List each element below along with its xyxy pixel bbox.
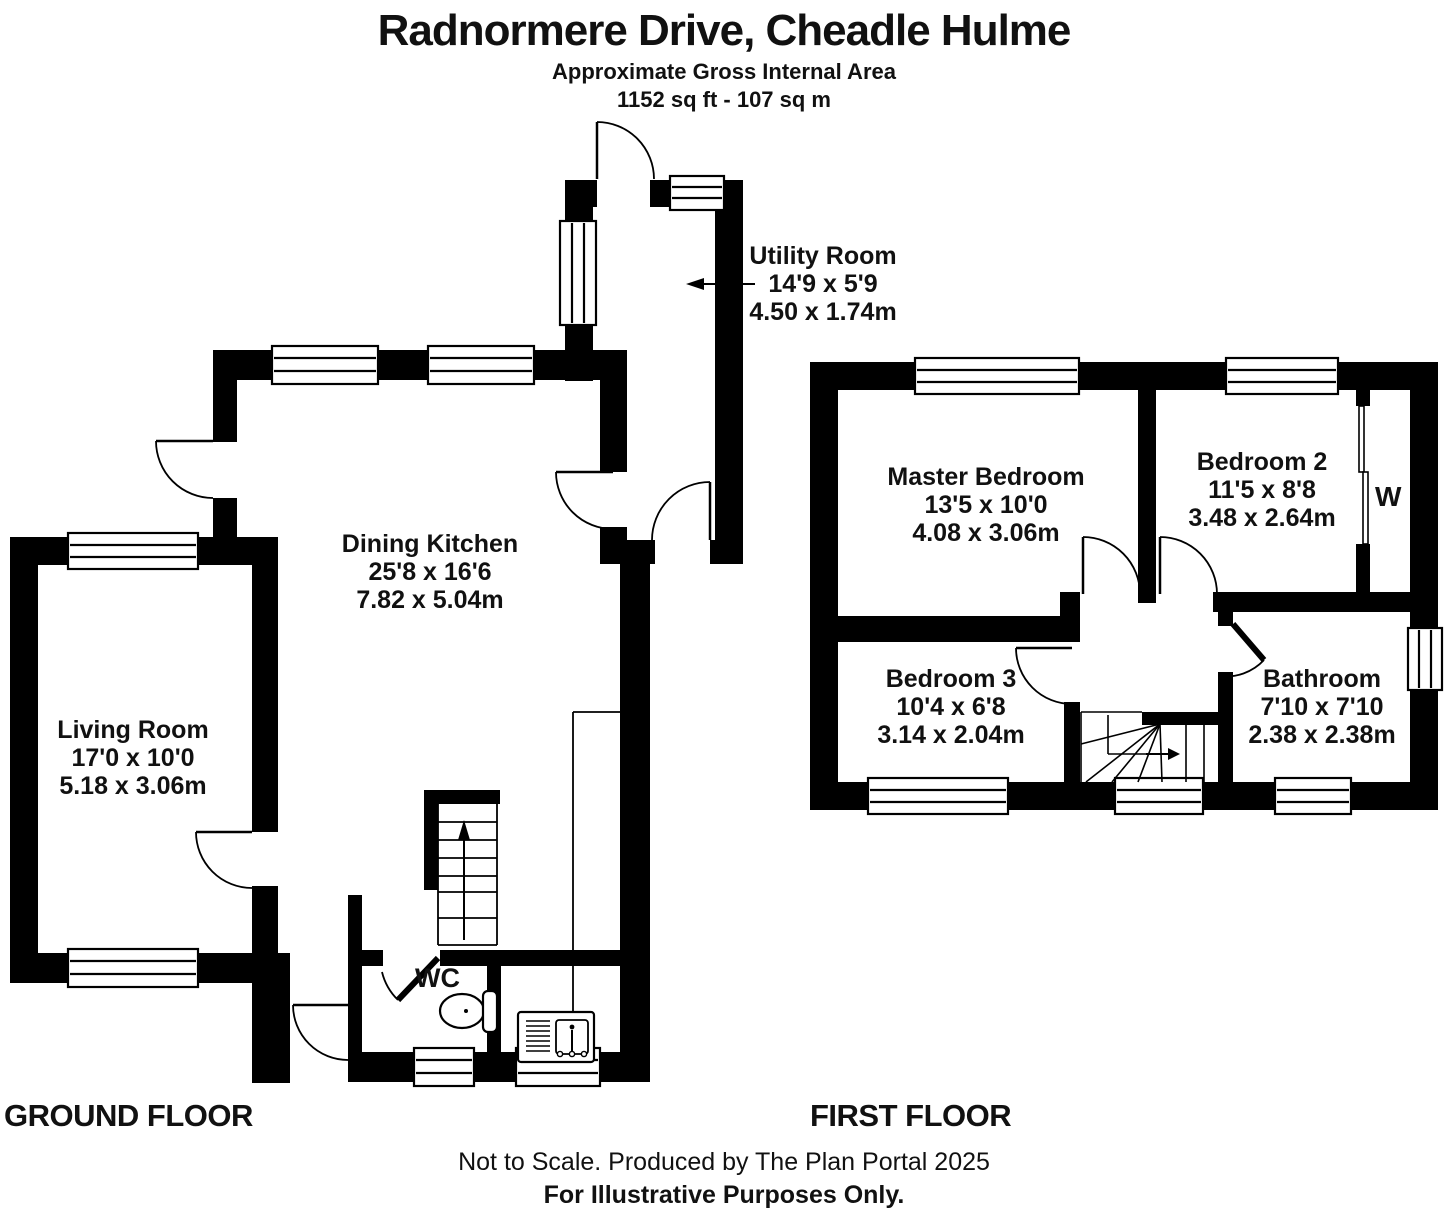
room-size-imperial: 11'5 x 8'8 <box>1208 476 1316 504</box>
window <box>866 776 1010 816</box>
door <box>381 955 441 1003</box>
room-size-imperial: 14'9 x 5'9 <box>768 270 878 298</box>
window <box>913 356 1081 396</box>
room-name: Living Room <box>57 716 209 744</box>
ground-floor-doors <box>155 121 712 1061</box>
door <box>1081 536 1141 595</box>
ground-floor-plan <box>10 121 755 1088</box>
room-label-bedroom-3: Bedroom 3 10'4 x 6'8 3.14 x 2.04m <box>877 665 1024 749</box>
door <box>155 439 214 499</box>
room-name: Bedroom 2 <box>1196 448 1328 476</box>
ground-floor-label: GROUND FLOOR <box>4 1098 253 1133</box>
first-floor-windows <box>866 356 1444 816</box>
staircase-ground <box>437 792 498 946</box>
toilet-icon <box>438 989 499 1034</box>
room-size-metric: 4.50 x 1.74m <box>749 298 897 326</box>
page-title: Radnormere Drive, Cheadle Hulme <box>377 6 1072 55</box>
room-size-metric: 2.38 x 2.38m <box>1248 721 1396 749</box>
window <box>66 531 200 571</box>
door <box>595 121 655 180</box>
door <box>1218 622 1267 678</box>
door <box>555 470 614 530</box>
room-size-metric: 3.14 x 2.04m <box>877 721 1025 749</box>
room-size-imperial: 7'10 x 7'10 <box>1260 693 1384 721</box>
kitchen-sink-icon <box>516 1010 596 1064</box>
room-label-dining-kitchen: Dining Kitchen 25'8 x 16'6 7.82 x 5.04m <box>342 530 518 614</box>
staircase-first <box>1080 711 1205 783</box>
first-floor-doors <box>1015 536 1267 705</box>
window <box>270 344 380 386</box>
door <box>292 1003 349 1061</box>
disclaimer-line-1: Not to Scale. Produced by The Plan Porta… <box>458 1148 990 1176</box>
room-size-metric: 3.48 x 2.64m <box>1188 504 1336 532</box>
first-floor-label: FIRST FLOOR <box>810 1098 1012 1133</box>
stairs-direction-arrow-icon <box>1146 748 1180 760</box>
room-label-bedroom-2: Bedroom 2 11'5 x 8'8 3.48 x 2.64m <box>1188 448 1335 532</box>
room-label-utility: Utility Room 14'9 x 5'9 4.50 x 1.74m <box>749 242 896 326</box>
door <box>1015 646 1073 705</box>
utility-room-arrow-icon <box>686 278 755 290</box>
window <box>558 219 598 327</box>
room-size-metric: 4.08 x 3.06m <box>912 519 1060 547</box>
room-name: Bedroom 3 <box>885 665 1017 693</box>
room-name: Dining Kitchen <box>341 530 519 558</box>
room-size-metric: 7.82 x 5.04m <box>356 586 504 614</box>
room-size-imperial: 17'0 x 10'0 <box>71 744 195 772</box>
window <box>66 947 200 989</box>
first-floor-plan <box>810 356 1444 816</box>
window <box>1406 626 1444 692</box>
window <box>668 174 726 212</box>
page-subtitle: Approximate Gross Internal Area <box>552 59 896 84</box>
wardrobe-label: W <box>1375 481 1402 512</box>
room-size-imperial: 25'8 x 16'6 <box>368 558 492 586</box>
room-label-master-bedroom: Master Bedroom 13'5 x 10'0 4.08 x 3.06m <box>887 463 1084 547</box>
ground-floor-walls <box>10 180 743 1083</box>
room-name: Master Bedroom <box>887 463 1085 491</box>
window <box>1273 776 1353 816</box>
room-size-imperial: 10'4 x 6'8 <box>896 693 1006 721</box>
room-label-bathroom: Bathroom 7'10 x 7'10 2.38 x 2.38m <box>1248 665 1395 749</box>
room-name: Bathroom <box>1262 665 1382 693</box>
door <box>195 830 253 889</box>
room-name: Utility Room <box>749 242 897 270</box>
window <box>1113 776 1205 816</box>
room-label-wc: WC <box>415 963 460 993</box>
room-size-metric: 5.18 x 3.06m <box>59 772 207 800</box>
disclaimer-line-2: For Illustrative Purposes Only. <box>543 1181 905 1209</box>
window <box>426 344 536 386</box>
window <box>1224 356 1340 396</box>
room-size-imperial: 13'5 x 10'0 <box>924 491 1048 519</box>
wardrobe-panels <box>1358 405 1369 545</box>
room-label-living-room: Living Room 17'0 x 10'0 5.18 x 3.06m <box>57 716 208 800</box>
stairs-up-arrow-icon <box>458 820 470 940</box>
gross-internal-area: 1152 sq ft - 107 sq m <box>617 87 831 112</box>
door <box>1158 536 1218 595</box>
door <box>651 481 712 541</box>
window <box>412 1046 476 1088</box>
kitchen-counter <box>572 711 650 1016</box>
